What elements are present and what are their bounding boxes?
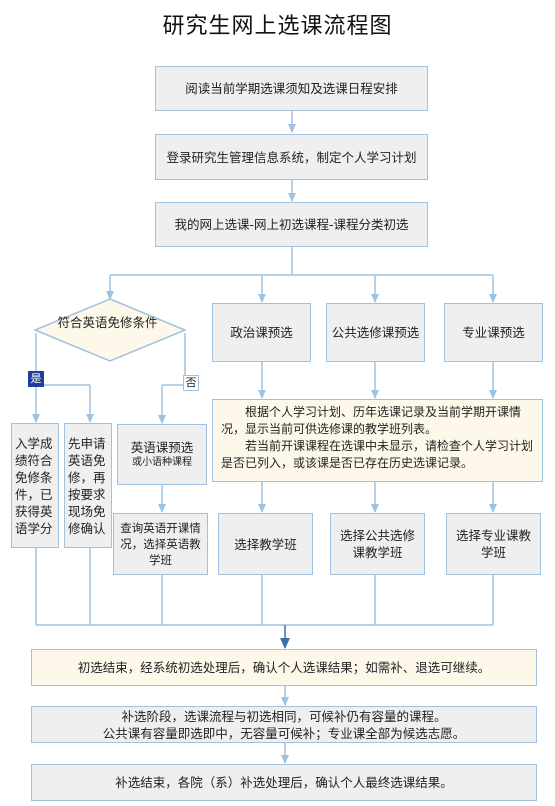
- exempt-result-box: 入学成绩符合免修条件，已获得英语学分: [11, 423, 59, 548]
- step-read-notice-label: 阅读当前学期选课须知及选课日程安排: [185, 81, 398, 96]
- select-public-class-box: 选择公共选修课教学班: [330, 513, 425, 575]
- course-list-note-line2: 若当前开课课程在选课中未显示，请检查个人学习计划是否已列入，或该课是否已存在历史…: [221, 439, 534, 470]
- decision-diamond: [33, 298, 187, 362]
- initial-selection-end-box: 初选结束，经系统初选处理后，确认个人选课结果；如需补、退选可继续。: [31, 649, 537, 686]
- no-label: 否: [183, 375, 199, 391]
- course-list-note-line1: 根据个人学习计划、历年选课记录及当前学期开课情况，显示当前可供选修课的教学班列表…: [221, 405, 522, 436]
- english-preselect-label: 英语课预选: [130, 440, 194, 455]
- supplement-end-label: 补选结束，各院（系）补选处理后，确认个人最终选课结果。: [115, 775, 453, 790]
- english-preselect-box: 英语课预选 或小语种课程: [117, 424, 207, 485]
- public-elective-preselect-box: 公共选修课预选: [326, 303, 425, 362]
- select-teaching-class-box: 选择教学班: [218, 513, 313, 575]
- public-elective-preselect-label: 公共选修课预选: [331, 325, 420, 340]
- select-teaching-class-label: 选择教学班: [234, 536, 297, 552]
- apply-exempt-label: 先申请英语免修，再按要求现场免修确认: [68, 435, 106, 536]
- supplement-stage-box: 补选阶段，选课流程与初选相同，可候补仍有容量的课程。 公共课有容量即选即中，无容…: [31, 706, 537, 743]
- politics-preselect-box: 政治课预选: [212, 303, 311, 362]
- exempt-result-label: 入学成绩符合免修条件，已获得英语学分: [15, 435, 53, 536]
- supplement-end-box: 补选结束，各院（系）补选处理后，确认个人最终选课结果。: [31, 764, 537, 801]
- english-preselect-sub: 或小语种课程: [132, 457, 192, 468]
- select-major-class-label: 选择专业课教学班: [455, 528, 531, 560]
- yes-label: 是: [28, 371, 44, 387]
- politics-preselect-label: 政治课预选: [230, 325, 293, 340]
- major-preselect-box: 专业课预选: [444, 303, 543, 362]
- course-list-note: 根据个人学习计划、历年选课记录及当前学期开课情况，显示当前可供选修课的教学班列表…: [212, 399, 543, 482]
- step-login-label: 登录研究生管理信息系统，制定个人学习计划: [166, 149, 417, 165]
- major-preselect-label: 专业课预选: [462, 325, 525, 340]
- english-query-box: 查询英语开课情况，选择英语教学班: [113, 513, 208, 575]
- english-query-label: 查询英语开课情况，选择英语教学班: [120, 521, 201, 567]
- supplement-stage-line2: 公共课有容量即选即中，无容量可候补；专业课全部为候选志愿。: [102, 725, 466, 741]
- step-read-notice: 阅读当前学期选课须知及选课日程安排: [155, 66, 428, 111]
- step-login: 登录研究生管理信息系统，制定个人学习计划: [155, 134, 428, 180]
- apply-exempt-box: 先申请英语免修，再按要求现场免修确认: [64, 423, 112, 548]
- decision-question: 符合英语免修条件: [57, 315, 158, 330]
- initial-selection-end-label: 初选结束，经系统初选处理后，确认个人选课结果；如需补、退选可继续。: [77, 660, 491, 675]
- select-public-class-label: 选择公共选修课教学班: [339, 528, 415, 560]
- step-my-selection-label: 我的网上选课-网上初选课程-课程分类初选: [174, 217, 409, 232]
- supplement-stage-line1: 补选阶段，选课流程与初选相同，可候补仍有容量的课程。: [121, 708, 447, 724]
- step-my-selection: 我的网上选课-网上初选课程-课程分类初选: [155, 202, 428, 247]
- select-major-class-box: 选择专业课教学班: [446, 513, 541, 575]
- page-title: 研究生网上选课流程图: [162, 14, 393, 39]
